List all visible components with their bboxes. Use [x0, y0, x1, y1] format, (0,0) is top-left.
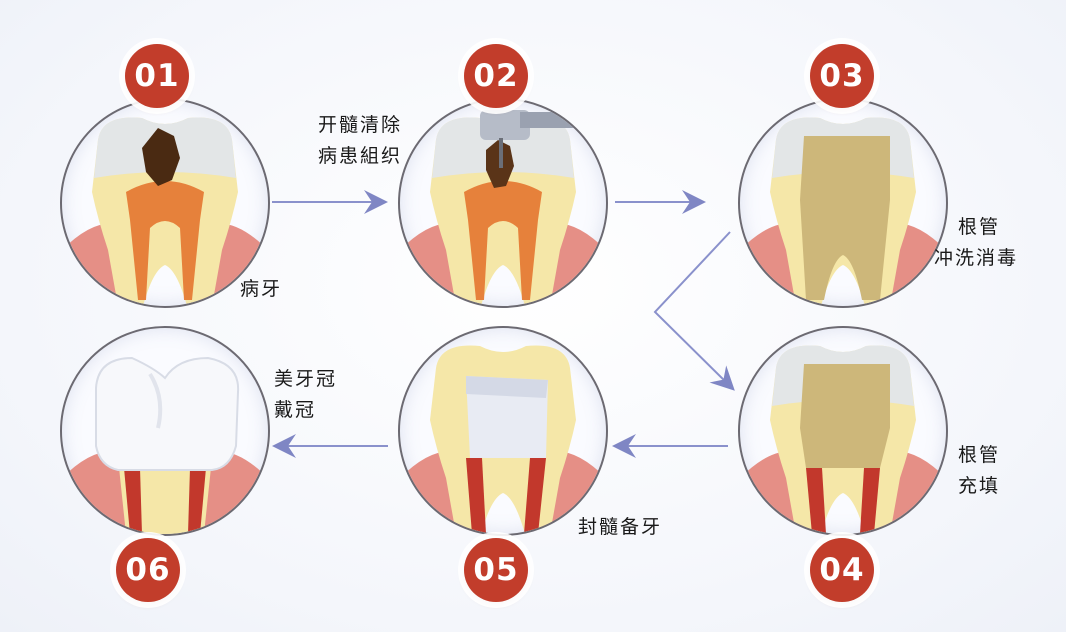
- step-06-label-line-2: 戴冠: [274, 399, 317, 421]
- step-03-label-line-1: 根管: [958, 216, 1001, 238]
- step-04-label-line-2: 充填: [958, 475, 1001, 497]
- step-04-tooth-illustration: [738, 326, 948, 536]
- arrow-03-to-04: [653, 231, 735, 391]
- step-04-label-line-1: 根管: [958, 444, 1001, 466]
- step-04-label: 根管 充填: [958, 440, 1000, 502]
- step-02-label-line-2: 病患組织: [318, 145, 403, 167]
- step-06-tooth-illustration: [60, 326, 270, 536]
- step-02-tooth-illustration: [398, 98, 608, 308]
- step-01-label-line-1: 病牙: [240, 278, 283, 300]
- step-05-tooth-illustration: [398, 326, 608, 536]
- step-01-tooth-illustration: [60, 98, 270, 308]
- step-03-label-line-2: 冲洗消毒: [934, 247, 1019, 269]
- step-05-number-badge: 05: [464, 538, 528, 602]
- step-03-label: 根管 冲洗消毒: [934, 212, 1018, 274]
- step-02-label: 开髓清除 病患組织: [318, 110, 402, 172]
- step-06-label: 美牙冠 戴冠: [274, 364, 337, 426]
- step-02-number-badge: 02: [464, 44, 528, 108]
- step-05-label: 封髓备牙: [578, 512, 662, 543]
- step-06-label-line-1: 美牙冠: [274, 368, 338, 390]
- step-04-number-badge: 04: [810, 538, 874, 602]
- step-03-tooth-illustration: [738, 98, 948, 308]
- step-02-label-line-1: 开髓清除: [318, 114, 403, 136]
- step-06-number-badge: 06: [116, 538, 180, 602]
- step-05-label-line-1: 封髓备牙: [578, 516, 663, 538]
- step-01-number-badge: 01: [125, 44, 189, 108]
- step-03-number-badge: 03: [810, 44, 874, 108]
- step-01-label: 病牙: [240, 274, 282, 305]
